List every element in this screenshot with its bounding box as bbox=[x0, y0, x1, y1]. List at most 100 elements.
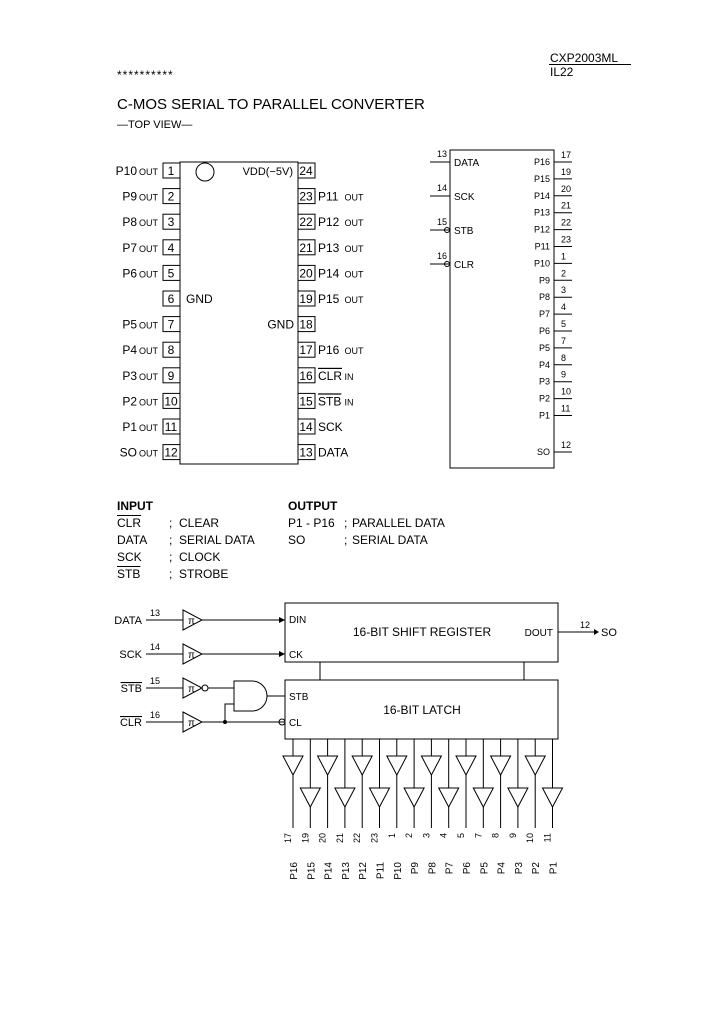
output-pin-number: 19 bbox=[300, 833, 310, 843]
output-pin-number: 7 bbox=[473, 833, 483, 838]
pin-box bbox=[162, 162, 181, 179]
legend-separator: ; bbox=[169, 533, 173, 547]
pin-suffix: OUT bbox=[139, 193, 159, 203]
pin-label: SCK bbox=[318, 420, 343, 434]
pin-label: DATA bbox=[318, 446, 348, 460]
and-gate bbox=[233, 680, 268, 712]
pin-label: P3 bbox=[122, 369, 137, 383]
output-pin-number: 4 bbox=[439, 833, 449, 838]
pin-box bbox=[162, 188, 181, 205]
output-pin-number: 3 bbox=[561, 285, 566, 295]
cl-port-label: CL bbox=[289, 718, 302, 729]
output-label: P8 bbox=[427, 862, 438, 875]
output-pin-number: 17 bbox=[283, 833, 293, 843]
output-buffer bbox=[507, 787, 529, 809]
output-pin-number: 11 bbox=[543, 833, 553, 842]
so-pin-number: 12 bbox=[580, 620, 590, 630]
legend-description: STROBE bbox=[179, 567, 229, 581]
output-buffer bbox=[351, 755, 374, 777]
shift-register-label: 16-BIT SHIFT REGISTER bbox=[353, 625, 492, 639]
pin-number: 10 bbox=[164, 394, 178, 408]
latch-label: 16-BIT LATCH bbox=[383, 703, 461, 717]
output-buffer bbox=[282, 755, 304, 777]
din-arrow bbox=[279, 617, 285, 623]
so-label: SO bbox=[601, 627, 617, 639]
pin-suffix: IN bbox=[345, 372, 354, 382]
output-pin-number: 8 bbox=[561, 353, 566, 363]
schmitt-symbol: π bbox=[188, 650, 195, 661]
pin-label: STB bbox=[318, 394, 341, 408]
pin-number: 22 bbox=[299, 215, 313, 229]
input-pin-label: CLR bbox=[454, 260, 474, 271]
pin-box bbox=[162, 213, 181, 230]
pin-suffix: OUT bbox=[345, 218, 365, 228]
pin-suffix: OUT bbox=[139, 346, 159, 356]
output-label: P2 bbox=[531, 862, 542, 875]
legend-input-row: CLR;CLEAR bbox=[117, 516, 219, 530]
output-pin-label: P15 bbox=[534, 174, 550, 184]
legend-input-row: STB;STROBE bbox=[117, 567, 228, 581]
pin-box bbox=[297, 418, 316, 435]
pin-label: P15 bbox=[318, 292, 340, 306]
legend-input-row: DATA; SERIAL DATA bbox=[117, 533, 255, 547]
header-rule bbox=[549, 64, 631, 65]
output-pin-label: P1 bbox=[539, 411, 550, 421]
output-buffer bbox=[541, 787, 564, 809]
pin-label: GND bbox=[267, 318, 294, 332]
legend-symbol: SCK bbox=[117, 550, 142, 564]
pin-box bbox=[162, 264, 181, 281]
schmitt-buffer bbox=[182, 643, 204, 665]
pin-suffix: OUT bbox=[139, 449, 159, 459]
output-pin-number: 7 bbox=[561, 336, 566, 346]
output-pin-number: 8 bbox=[491, 833, 501, 838]
block-input-number: 16 bbox=[150, 710, 160, 720]
output-pin-number: 22 bbox=[352, 833, 362, 843]
pin-box bbox=[162, 418, 181, 435]
pin-box bbox=[297, 239, 316, 256]
output-pin-label: P3 bbox=[539, 377, 550, 387]
pin-label: P4 bbox=[122, 343, 137, 357]
output-label: P13 bbox=[341, 862, 352, 880]
header-stars: ********** bbox=[117, 68, 174, 82]
legend-symbol: DATA bbox=[117, 533, 148, 547]
output-label: P5 bbox=[479, 862, 490, 875]
pin-box bbox=[162, 444, 181, 461]
block-input-label: STB bbox=[121, 683, 142, 695]
output-label: P9 bbox=[410, 862, 421, 875]
latch-box bbox=[284, 679, 559, 740]
output-pin-number: 20 bbox=[561, 184, 571, 194]
output-pin-number: 23 bbox=[370, 833, 380, 843]
pin-suffix: OUT bbox=[139, 423, 159, 433]
legend-description: SERIAL DATA bbox=[352, 533, 428, 547]
input-pin-label: STB bbox=[454, 226, 474, 237]
pin-box bbox=[297, 188, 316, 205]
output-buffer bbox=[455, 755, 477, 777]
legend-separator: ; bbox=[169, 516, 173, 530]
pin-number: 23 bbox=[299, 190, 313, 204]
pin-number: 3 bbox=[168, 215, 175, 229]
pin-number: 16 bbox=[299, 369, 313, 383]
pin-suffix: OUT bbox=[139, 269, 159, 279]
legend-description: SERIAL DATA bbox=[179, 533, 255, 547]
block-input-label: DATA bbox=[114, 615, 142, 627]
pin-number: 19 bbox=[299, 292, 313, 306]
pin-box bbox=[297, 290, 316, 307]
output-pin-number: 1 bbox=[561, 251, 566, 261]
output-pin-label: P9 bbox=[539, 275, 550, 285]
pin-box bbox=[297, 367, 316, 384]
part-number: CXP2003ML bbox=[550, 51, 619, 65]
pin-label: P13 bbox=[318, 241, 340, 255]
output-pin-number: 10 bbox=[525, 833, 535, 843]
output-pin-number: 23 bbox=[561, 235, 571, 245]
output-pin-number: 22 bbox=[561, 218, 571, 228]
so-arrow bbox=[594, 629, 599, 635]
pin-box bbox=[297, 444, 316, 461]
output-pin-number: 21 bbox=[561, 201, 571, 211]
output-pin-number: 12 bbox=[561, 440, 571, 450]
input-pin-number: 15 bbox=[437, 217, 447, 227]
pin-suffix: OUT bbox=[139, 244, 159, 254]
output-pin-label: SO bbox=[537, 447, 550, 457]
and-input-wire bbox=[224, 703, 234, 722]
output-pin-number: 5 bbox=[561, 319, 566, 329]
pin-box bbox=[162, 367, 181, 384]
